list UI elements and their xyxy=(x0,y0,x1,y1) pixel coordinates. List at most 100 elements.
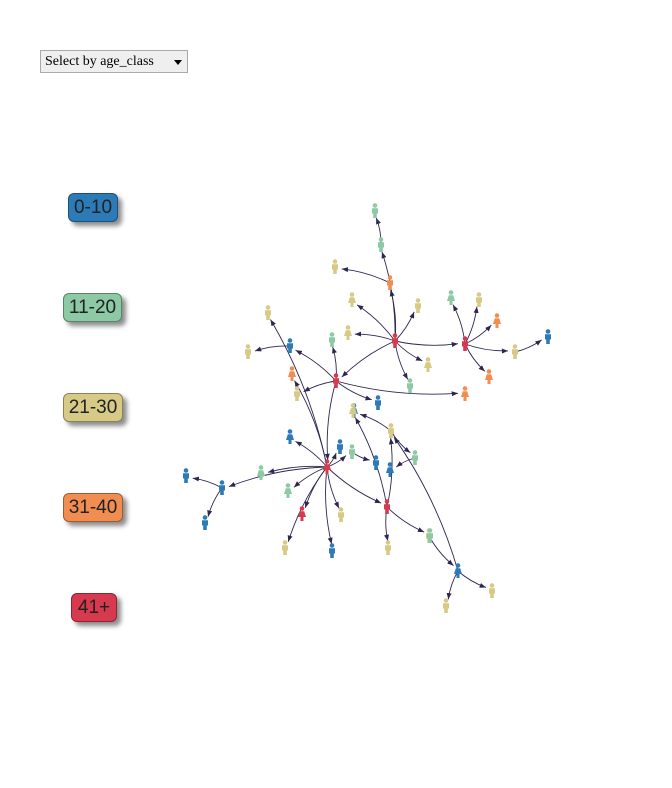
male-person-icon[interactable] xyxy=(337,439,343,454)
female-person-icon[interactable] xyxy=(348,292,356,307)
male-person-icon[interactable] xyxy=(407,378,413,393)
male-person-icon[interactable] xyxy=(378,237,384,252)
male-person-icon[interactable] xyxy=(476,292,482,307)
graph-edge xyxy=(303,380,337,393)
female-person-icon[interactable] xyxy=(298,506,306,521)
male-person-icon[interactable] xyxy=(338,507,344,522)
graph-edge xyxy=(394,311,415,342)
graph-edge xyxy=(254,345,291,352)
graph-edge xyxy=(393,437,459,572)
male-person-icon[interactable] xyxy=(282,540,288,555)
male-person-icon[interactable] xyxy=(332,259,338,274)
graph-edge xyxy=(341,340,396,378)
graph-edge xyxy=(390,430,411,454)
graph-edge xyxy=(326,466,382,504)
legend-label: 11-20 xyxy=(68,296,117,318)
graph-edge xyxy=(295,349,337,382)
male-person-icon[interactable] xyxy=(329,332,335,347)
select-label: Select by age_class xyxy=(45,53,154,69)
graph-edge xyxy=(356,304,396,342)
graph-edge xyxy=(464,343,509,354)
female-person-icon[interactable] xyxy=(485,369,493,384)
male-person-icon[interactable] xyxy=(392,333,398,348)
male-person-icon[interactable] xyxy=(349,444,355,459)
graph-edge xyxy=(324,380,337,461)
graph-edge xyxy=(267,465,328,474)
female-person-icon[interactable] xyxy=(461,386,469,401)
legend-label: 41+ xyxy=(77,596,111,618)
graph-edge xyxy=(293,466,328,488)
graph-edge xyxy=(464,343,486,372)
legend-label: 31-40 xyxy=(68,496,118,518)
female-person-icon[interactable] xyxy=(286,429,294,444)
legend-button-11-20[interactable]: 11-20 xyxy=(63,293,122,322)
male-person-icon[interactable] xyxy=(415,298,421,313)
male-person-icon[interactable] xyxy=(375,395,381,410)
male-person-icon[interactable] xyxy=(373,455,379,470)
graph-edge xyxy=(332,346,337,382)
graph-edge xyxy=(192,476,223,489)
male-person-icon[interactable] xyxy=(265,305,271,320)
graph-edge xyxy=(386,506,425,533)
graph-edge xyxy=(326,466,340,509)
male-person-icon[interactable] xyxy=(202,515,208,530)
female-person-icon[interactable] xyxy=(454,563,462,578)
female-person-icon[interactable] xyxy=(447,290,455,305)
male-person-icon[interactable] xyxy=(385,540,391,555)
graph-edge xyxy=(514,339,542,353)
graph-edge xyxy=(341,267,391,284)
female-person-icon[interactable] xyxy=(323,459,331,474)
graph-edge xyxy=(335,380,459,397)
male-person-icon[interactable] xyxy=(333,373,339,388)
female-person-icon[interactable] xyxy=(284,483,292,498)
male-person-icon[interactable] xyxy=(388,423,394,438)
graph-edge xyxy=(464,324,492,345)
male-person-icon[interactable] xyxy=(384,499,390,514)
male-person-icon[interactable] xyxy=(183,468,189,483)
male-person-icon[interactable] xyxy=(512,344,518,359)
female-person-icon[interactable] xyxy=(344,325,352,340)
legend-button-21-30[interactable]: 21-30 xyxy=(63,393,123,422)
male-person-icon[interactable] xyxy=(443,598,449,613)
graph-edge xyxy=(354,417,388,508)
age-class-select[interactable]: Select by age_class xyxy=(40,50,188,73)
male-person-icon[interactable] xyxy=(412,450,418,465)
graph-edge xyxy=(394,340,459,348)
male-person-icon[interactable] xyxy=(462,336,468,351)
male-person-icon[interactable] xyxy=(219,480,225,495)
male-person-icon[interactable] xyxy=(287,338,293,353)
female-person-icon[interactable] xyxy=(349,403,357,418)
male-person-icon[interactable] xyxy=(545,329,551,344)
male-person-icon[interactable] xyxy=(387,275,393,290)
graph-edge xyxy=(354,331,396,342)
graph-edge xyxy=(464,306,479,345)
male-person-icon[interactable] xyxy=(294,386,300,401)
male-person-icon[interactable] xyxy=(245,344,251,359)
graph-edge xyxy=(428,535,454,566)
female-person-icon[interactable] xyxy=(493,313,501,328)
dropdown-arrow-icon xyxy=(174,60,182,65)
legend-button-41-plus[interactable]: 41+ xyxy=(71,593,117,622)
male-person-icon[interactable] xyxy=(427,528,433,543)
graph-edge xyxy=(270,319,328,468)
graph-edge xyxy=(228,466,328,488)
male-person-icon[interactable] xyxy=(329,543,335,558)
female-person-icon[interactable] xyxy=(257,465,265,480)
graph-edge xyxy=(207,487,223,517)
graph-edge xyxy=(335,380,372,401)
graph-edge xyxy=(287,466,328,542)
male-person-icon[interactable] xyxy=(372,203,378,218)
legend-button-31-40[interactable]: 31-40 xyxy=(63,493,123,522)
graph-edge xyxy=(360,413,392,432)
graph-edge xyxy=(325,466,333,545)
legend-button-0-10[interactable]: 0-10 xyxy=(68,193,118,222)
female-person-icon[interactable] xyxy=(424,357,432,372)
graph-edge xyxy=(326,455,347,468)
legend-label: 21-30 xyxy=(68,396,118,418)
male-person-icon[interactable] xyxy=(489,583,495,598)
legend-label: 0-10 xyxy=(73,196,113,218)
female-person-icon[interactable] xyxy=(386,462,394,477)
graph-edge xyxy=(304,466,328,508)
female-person-icon[interactable] xyxy=(288,366,296,381)
